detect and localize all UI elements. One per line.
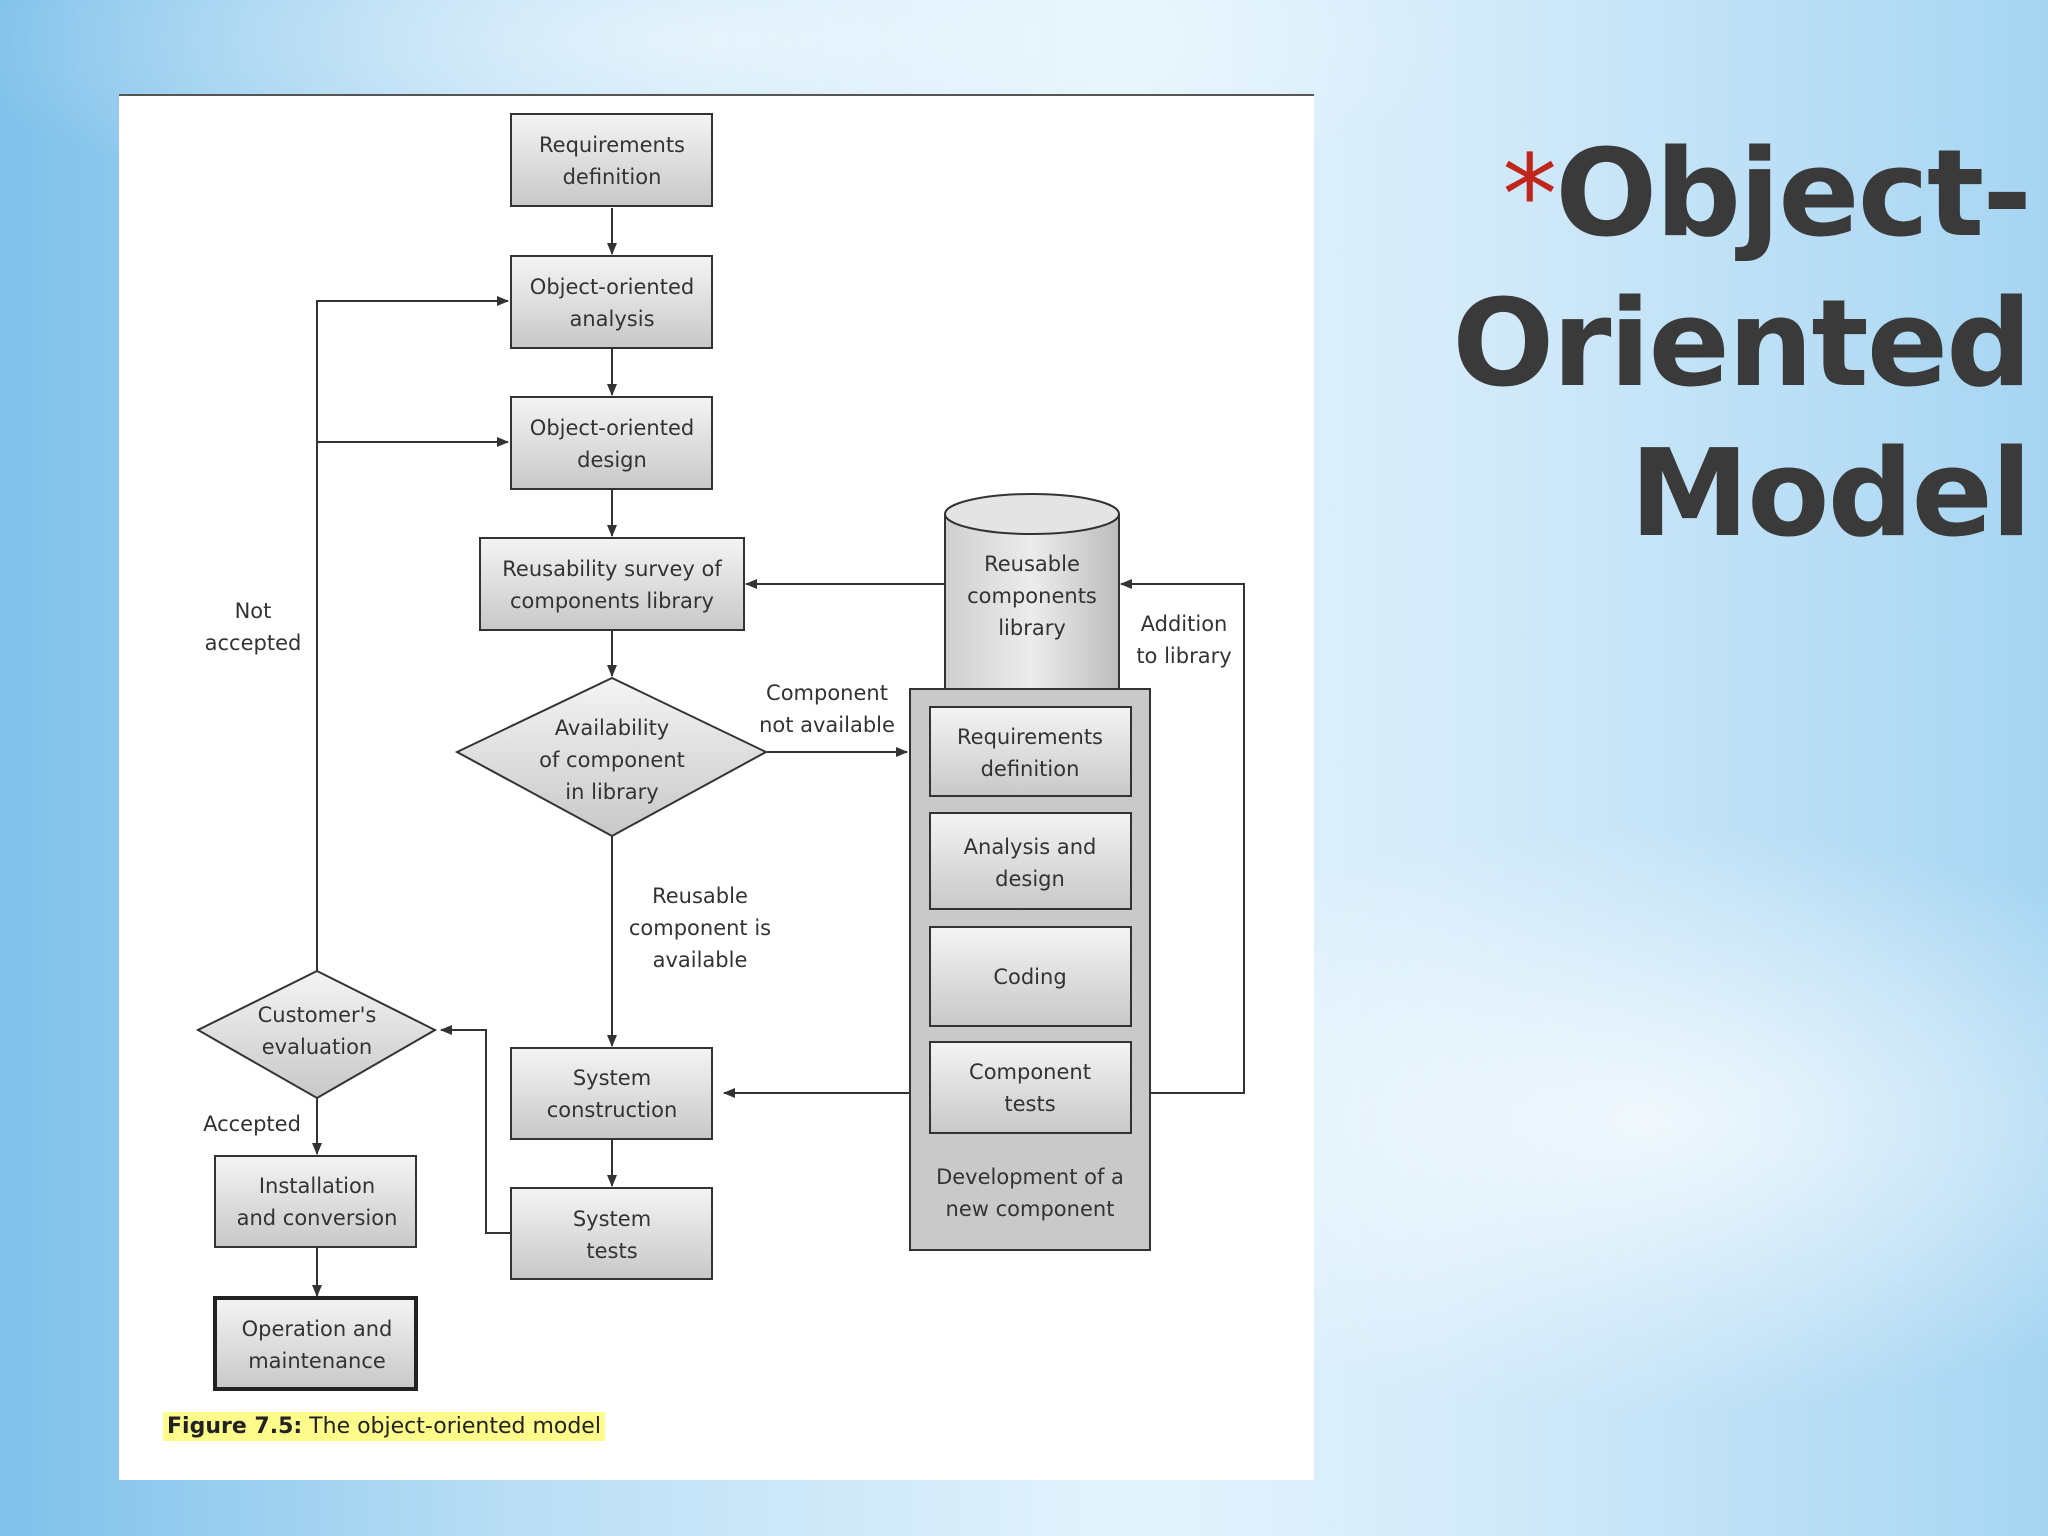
node-label-line: definition	[981, 757, 1080, 781]
node-label-line: tests	[1004, 1092, 1055, 1116]
node-label-line: Reusable	[984, 552, 1080, 576]
node-label-line: Object-oriented	[530, 416, 694, 440]
slide-title: *Object- Oriented Model	[1380, 120, 2032, 570]
figure-number: Figure 7.5:	[167, 1414, 303, 1439]
node-sub-requirements-definition: Requirements definition	[929, 706, 1132, 797]
connectors	[312, 208, 1245, 1297]
label-reusable-available: Reusable component is available	[629, 884, 771, 972]
node-label-line: design	[995, 867, 1065, 891]
node-installation-conversion: Installation and conversion	[214, 1155, 417, 1248]
node-sub-component-tests: Component tests	[929, 1041, 1132, 1134]
edge-label-line: accepted	[205, 631, 302, 655]
node-label-line: Analysis and	[964, 835, 1097, 859]
edge-label-line: available	[653, 948, 748, 972]
node-oo-analysis: Object-oriented analysis	[510, 255, 713, 349]
node-label-line: Requirements	[957, 725, 1103, 749]
node-requirements-definition: Requirements definition	[510, 113, 713, 207]
edge-label-line: Development of a	[936, 1165, 1124, 1189]
flowchart-diagram: Requirements definition Object-oriented …	[195, 113, 1245, 1391]
node-reusable-components-library: Reusable components library	[944, 493, 1120, 744]
node-label-line: components	[967, 584, 1097, 608]
figure-panel: Requirements definition Object-oriented …	[119, 94, 1314, 1480]
edge-label-line: Accepted	[203, 1112, 301, 1136]
figure-caption-text: The object-oriented model	[302, 1414, 601, 1439]
node-label-line: of component	[539, 748, 685, 772]
node-system-construction: System construction	[510, 1047, 713, 1140]
edge-label-line: Reusable	[652, 884, 748, 908]
node-customer-evaluation: Customer's evaluation	[195, 969, 438, 1100]
edge-label-line: new component	[946, 1197, 1115, 1221]
label-new-component: Development of a new component	[936, 1165, 1124, 1221]
edge-label-line: Not	[235, 599, 272, 623]
node-label-line: evaluation	[262, 1035, 372, 1059]
node-availability-decision: Availability of component in library	[454, 676, 769, 838]
node-label-line: construction	[547, 1098, 678, 1122]
node-label-line: Component	[969, 1060, 1091, 1084]
node-label-line: Operation and	[242, 1317, 393, 1341]
arrow-tests-to-evaluation	[440, 1025, 511, 1234]
group-new-component: Requirements definition Analysis and des…	[909, 688, 1151, 1251]
node-label-line: Customer's	[258, 1003, 377, 1027]
label-component-not-available: Component not available	[759, 681, 895, 737]
node-label-line: Availability	[555, 716, 669, 740]
title-bullet: *	[1502, 131, 1557, 259]
edge-label-line: Addition	[1141, 612, 1228, 636]
node-label-line: components library	[510, 589, 714, 613]
node-sub-coding: Coding	[929, 926, 1132, 1027]
node-label-line: System	[573, 1066, 651, 1090]
node-label-line: Installation	[259, 1174, 375, 1198]
node-label-line: design	[577, 448, 647, 472]
node-operation-maintenance: Operation and maintenance	[213, 1296, 418, 1391]
title-line-2: Oriented	[1452, 275, 2032, 414]
node-system-tests: System tests	[510, 1187, 713, 1280]
node-label-line: System	[573, 1207, 651, 1231]
node-label-line: definition	[563, 165, 662, 189]
figure-caption: Figure 7.5: The object-oriented model	[163, 1412, 605, 1441]
node-label-line: library	[998, 616, 1066, 640]
node-label-line: analysis	[569, 307, 654, 331]
edge-label-line: component is	[629, 916, 771, 940]
node-reusability-survey: Reusability survey of components library	[479, 537, 745, 631]
title-line-3: Model	[1629, 425, 2032, 564]
node-label-line: Reusability survey of	[502, 557, 722, 581]
node-label-line: tests	[586, 1239, 637, 1263]
edge-label-line: to library	[1136, 644, 1231, 668]
label-addition-to-library: Addition to library	[1136, 612, 1231, 668]
edge-label-line: not available	[759, 713, 895, 737]
arrow-addition-to-library	[1120, 579, 1245, 1094]
label-not-accepted: Not accepted	[205, 599, 302, 655]
node-label-line: Requirements	[539, 133, 685, 157]
label-accepted: Accepted	[203, 1112, 301, 1136]
arrow-not-accepted-to-analysis	[316, 296, 509, 971]
node-label-line: Coding	[993, 965, 1066, 989]
edge-label-line: Component	[766, 681, 888, 705]
node-label-line: maintenance	[248, 1349, 386, 1373]
node-label-line: in library	[565, 780, 658, 804]
node-oo-design: Object-oriented design	[510, 396, 713, 490]
node-label-line: Object-oriented	[530, 275, 694, 299]
node-label-line: and conversion	[237, 1206, 398, 1230]
title-line-1: Object-	[1555, 125, 2032, 264]
node-sub-analysis-design: Analysis and design	[929, 812, 1132, 910]
